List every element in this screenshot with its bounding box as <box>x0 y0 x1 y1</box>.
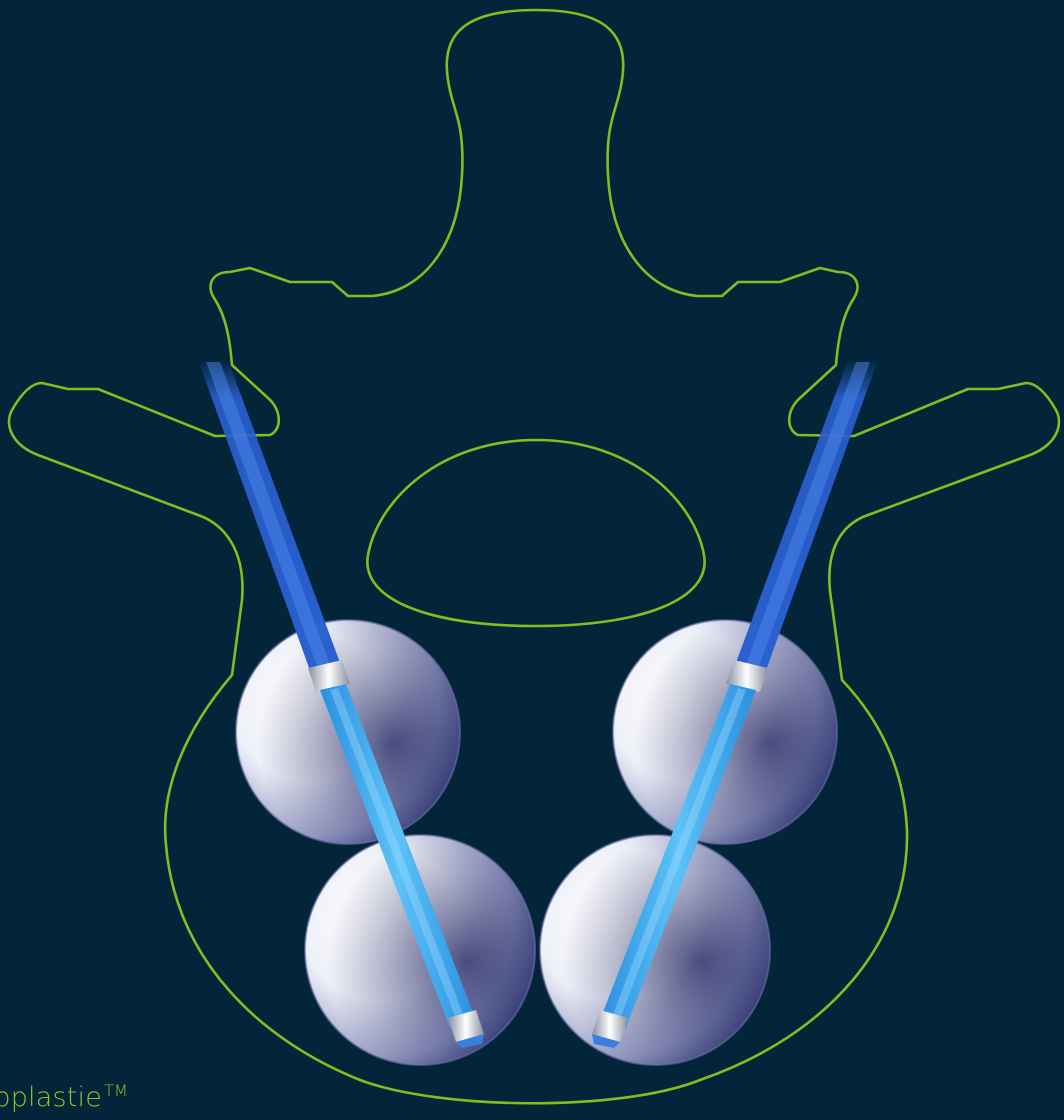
product-name-text: oplastie <box>0 1082 102 1113</box>
spinal-canal-outline <box>367 440 704 626</box>
left-balloon-catheter <box>198 360 535 1065</box>
trademark-symbol: TM <box>104 1081 128 1100</box>
right-balloon-catheter <box>540 360 878 1065</box>
